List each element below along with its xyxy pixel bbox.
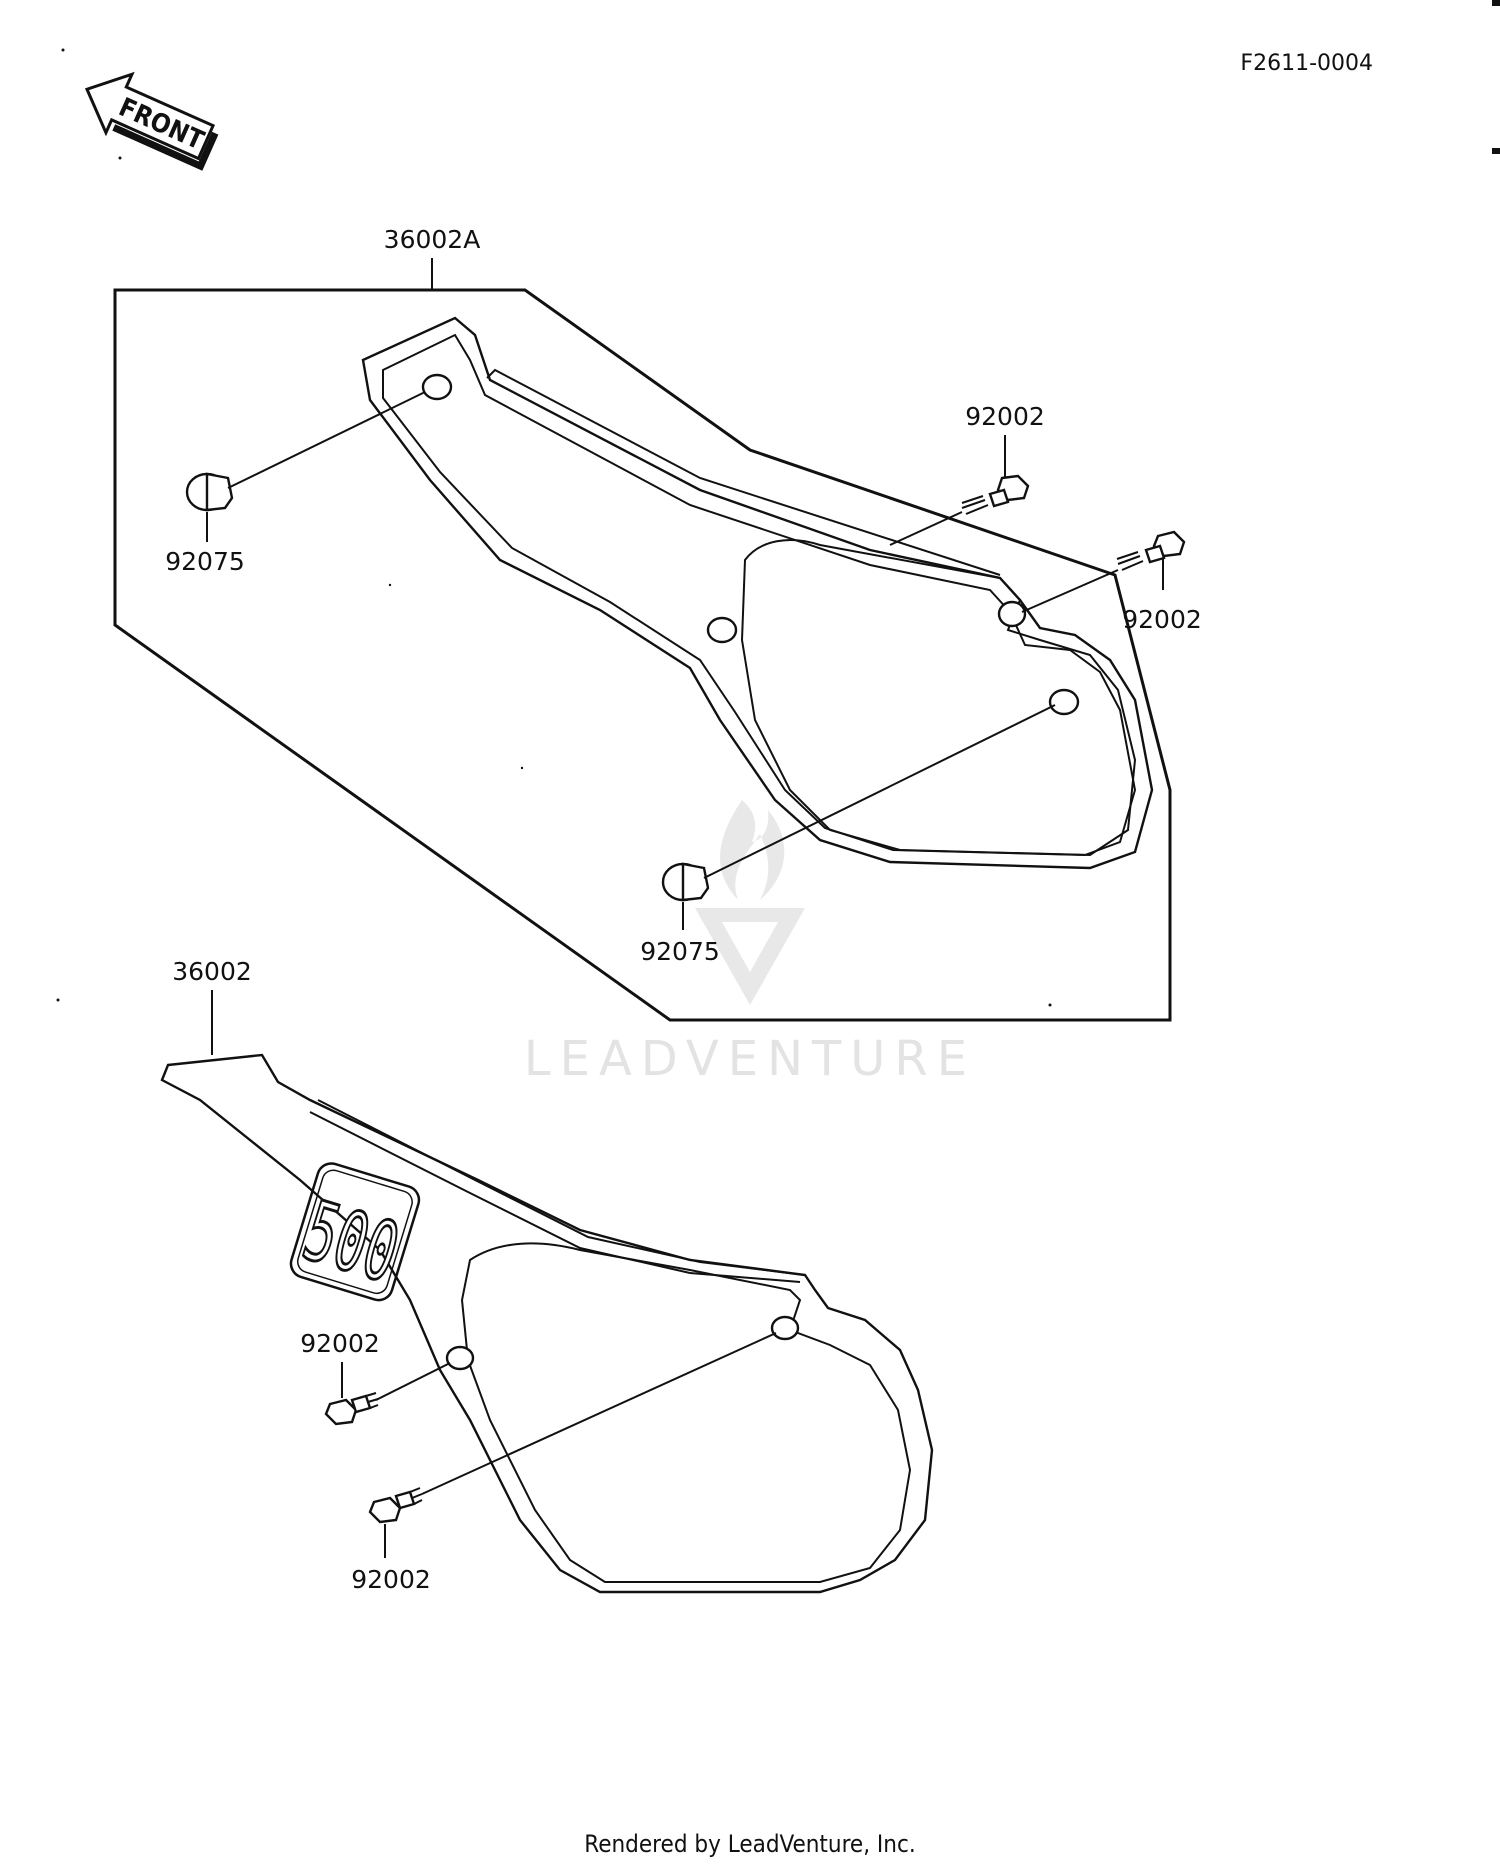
leader-bolt-kit-a	[889, 511, 963, 546]
leader-grommet-top	[227, 391, 426, 489]
diagram-code: F2611-0004	[1240, 51, 1373, 76]
leader-bolt-kit-b	[1021, 569, 1119, 613]
leader-grommet-bottom	[703, 704, 1056, 879]
bolt-kit-b[interactable]	[1116, 530, 1186, 571]
kit-outline	[113, 288, 1172, 1022]
footer-credit: Rendered by LeadVenture, Inc.	[584, 1830, 916, 1858]
watermark-text: LEADVENTURE	[524, 1031, 976, 1087]
cover-label-36002[interactable]: 36002	[172, 957, 252, 986]
bolt-cover-b[interactable]	[368, 1487, 423, 1524]
leader-bolt-cover-b	[421, 1332, 777, 1495]
grommet-bottom-label[interactable]: 92075	[640, 937, 720, 966]
kit-label-36002A[interactable]: 36002A	[384, 225, 481, 254]
watermark-logo	[695, 800, 805, 1005]
grommet-bottom[interactable]	[661, 862, 710, 902]
leader-bolt-cover-a	[375, 1362, 451, 1401]
bolt-kit-b-label[interactable]: 92002	[1122, 605, 1202, 634]
side-cover-36002[interactable]	[160, 1053, 934, 1594]
bolt-kit-a-label[interactable]: 92002	[965, 402, 1045, 431]
bolt-cover-a[interactable]	[324, 1392, 379, 1426]
bolt-cover-a-label[interactable]: 92002	[300, 1329, 380, 1358]
grommet-top-label[interactable]: 92075	[165, 547, 245, 576]
front-arrow-icon: FRONT	[84, 71, 219, 171]
side-cover-kit	[361, 316, 1154, 870]
bolt-kit-a[interactable]	[961, 474, 1030, 515]
grommet-top[interactable]	[185, 472, 234, 512]
bolt-cover-b-label[interactable]: 92002	[351, 1565, 431, 1594]
scan-specks	[56, 0, 1500, 1007]
